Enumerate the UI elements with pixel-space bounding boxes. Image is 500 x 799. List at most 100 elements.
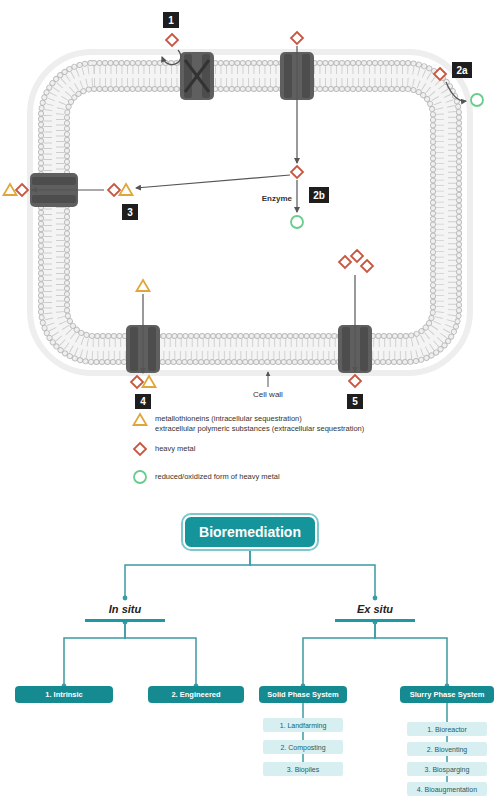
technique-box: 1. Bioreactor [407,722,487,736]
lipid-tails [48,70,452,355]
connector [301,620,378,689]
callout-number: 2a [452,62,472,78]
heavy-metal [361,260,373,272]
callout-number: 1 [163,12,179,28]
callout-number: 2b [309,187,329,203]
connector [123,620,199,689]
heavy-metal [16,184,28,196]
technique-box: 1. Landfarming [263,718,343,732]
flow-arrow [142,294,143,373]
heavy-metal [108,184,120,196]
method-pill: 2. Engineered [148,686,244,703]
flow-arrow [136,175,290,188]
transporter [180,52,214,100]
conversion-arrow [446,82,466,101]
legend-text: extracellular polymeric substances (extr… [155,424,364,434]
legend-text: reduced/oxidized form of heavy metal [155,472,280,482]
pointer-arrow [268,372,269,387]
node-text: 1. Bioreactor [427,726,467,733]
lipid-heads [67,89,433,336]
callout-number: 5 [347,394,363,409]
node-text: 3. Biopiles [287,766,319,773]
method-pill: Slurry Phase System [400,686,494,703]
technique-box: 3. Biosparging [407,762,487,776]
connector-line [446,703,448,722]
node-text: 2. Bioventing [427,746,467,753]
heavy-metal [434,68,446,80]
heavy-metal [166,34,178,46]
heavy-metal [291,166,303,178]
node-text: 4. Bioaugmentation [417,786,477,793]
node-text: Solid Phase System [267,690,338,699]
annotation: Enzyme [248,192,292,204]
node-text: Bioremediation [199,524,301,540]
lipid-heads [41,63,459,362]
sequestering-agent [137,280,150,291]
connector [303,703,304,718]
flow-arrow [32,189,104,190]
connector [373,620,450,689]
technique-box: 2. Bioventing [407,742,487,756]
legend-sample [134,414,147,425]
connector [123,547,253,601]
sequestering-agent [4,184,17,195]
legend-text: heavy metal [155,444,195,454]
connector-line [303,622,375,686]
blocked-mark [185,60,209,92]
connector [447,703,448,722]
connector-line [250,549,375,598]
method-pill: 1. Intrinsic [15,686,113,703]
connector-line [375,622,447,686]
technique-box: 2. Composting [263,740,343,754]
connector-line [125,622,196,686]
connector [303,732,304,740]
blocked-mark [185,60,209,92]
sequestering-agent [120,184,133,195]
heavy-metal [131,376,143,388]
node-text: Slurry Phase System [410,690,485,699]
lipid-heads [67,89,433,336]
category-heading: In situ [85,598,165,622]
technique-box: 3. Biopiles [263,762,343,776]
connector-line [302,732,304,740]
connector-line [64,622,125,686]
flow-arrow [296,46,297,163]
lipid-heads [41,63,459,362]
node-text: In situ [109,603,141,615]
flow-arrow [354,275,355,372]
legend-sample [134,443,146,455]
heavy-metal [291,32,303,44]
flow-arrow [296,180,297,212]
membrane-band [54,76,446,349]
connector-line [302,703,304,718]
node-text: 2. Engineered [171,690,220,699]
node-text: 1. Intrinsic [45,690,83,699]
connector-line [125,549,250,598]
root-box: Bioremediation [183,515,317,549]
callout-number: 4 [135,394,151,409]
heavy-metal [339,256,351,268]
legend-text: metallothioneins (intracellular sequestr… [155,414,302,424]
callout-number: 3 [122,204,138,220]
legend-sample [134,471,146,483]
cell-wall [30,52,470,373]
technique-box: 4. Bioaugmentation [407,782,487,796]
converted-metal [291,216,303,228]
connector-line [302,754,304,762]
connector [62,620,128,689]
category-heading: Ex situ [335,598,415,622]
converted-metal [471,94,483,106]
method-pill: Solid Phase System [259,686,347,703]
node-text: 1. Landfarming [280,722,327,729]
node-text: 2. Composting [280,744,325,751]
repel-arrow [162,50,181,65]
heavy-metal [349,375,361,387]
lipid-tails [60,82,440,343]
node-text: Ex situ [357,603,393,615]
connector [248,547,378,601]
connector [303,754,304,762]
heavy-metal [351,250,363,262]
annotation: Cell wall [245,388,291,400]
